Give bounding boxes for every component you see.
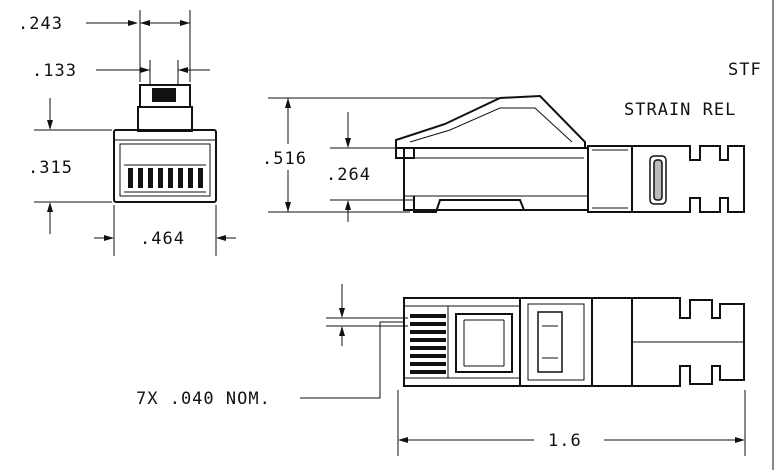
- front-latch-body: [137, 106, 193, 132]
- dim-contact-pitch: 7X .040 NOM.: [136, 284, 408, 409]
- dim-label-243: .243: [18, 14, 63, 34]
- bottom-view: 7X .040 NOM. 1.6: [136, 284, 746, 456]
- dim-label-315: .315: [28, 158, 73, 178]
- dim-overall-length: 1.6: [397, 390, 746, 456]
- bottom-boot: [632, 297, 745, 387]
- front-contacts: [124, 164, 206, 193]
- dim-front-width: .464: [94, 205, 236, 256]
- dim-label-264: .264: [326, 165, 371, 185]
- bottom-strain-relief: [591, 297, 633, 387]
- dim-side-body-height: .264: [326, 112, 414, 222]
- dim-front-height: .315: [28, 98, 112, 234]
- bottom-contacts: [410, 314, 446, 374]
- front-view: .243 .133 .315: [18, 10, 236, 256]
- dim-front-latch-width: .133: [32, 60, 210, 84]
- callout-partial-2: STRAIN REL: [624, 100, 736, 120]
- dim-label-133: .133: [32, 61, 77, 81]
- side-contact-hook: [413, 196, 525, 213]
- side-boot: [587, 145, 745, 213]
- dim-label-516: .516: [262, 149, 307, 169]
- dim-label-overall: 1.6: [548, 431, 582, 451]
- side-latch: [395, 94, 586, 148]
- dim-label-pitch: 7X .040 NOM.: [136, 389, 271, 409]
- dim-side-height: .516: [262, 97, 505, 213]
- dim-label-464: .464: [140, 229, 185, 249]
- dim-front-top-width: .243: [18, 10, 191, 82]
- front-housing: [113, 129, 217, 203]
- side-view: .516 .264 STF STRAIN REL: [262, 60, 762, 222]
- callout-partial-1: STF: [728, 60, 762, 80]
